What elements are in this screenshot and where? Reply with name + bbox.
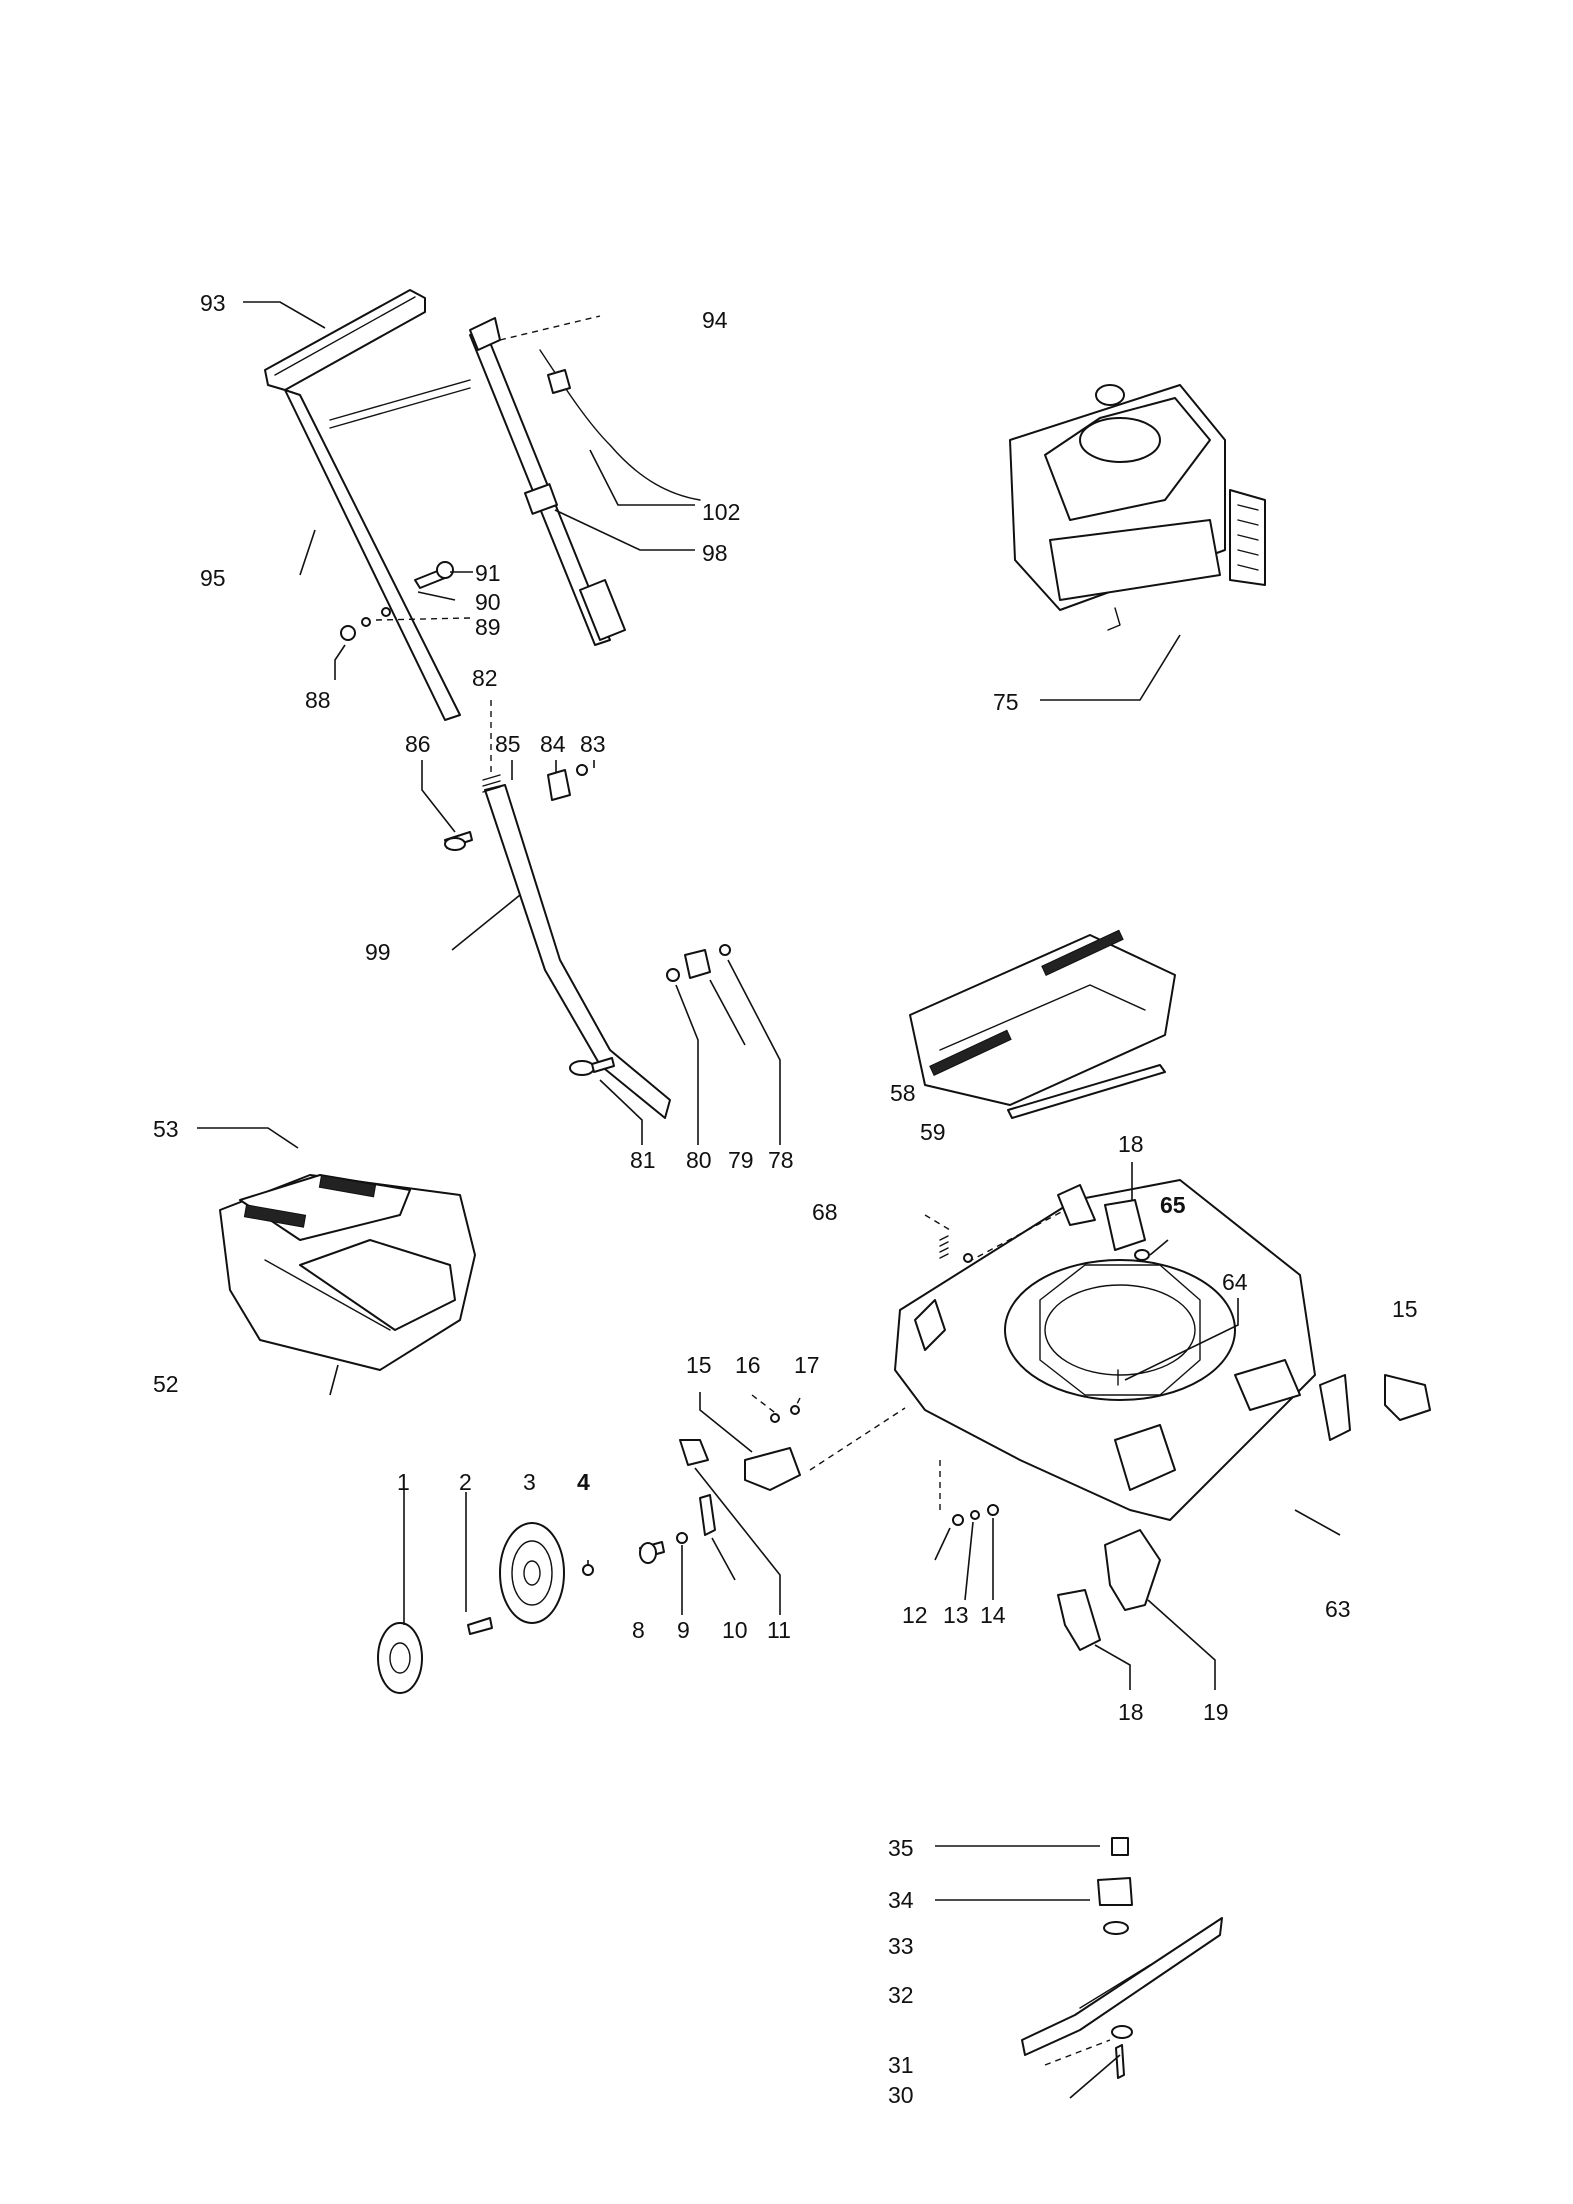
callout-19: 19: [1203, 1699, 1229, 1725]
callout-95: 95: [200, 565, 226, 591]
callout-75: 75: [993, 689, 1019, 715]
leader-lines: [197, 301, 1341, 2099]
callout-81: 81: [630, 1147, 656, 1173]
callout-102: 102: [702, 499, 740, 525]
callout-83: 83: [580, 731, 606, 757]
callout-99: 99: [365, 939, 391, 965]
callout-8: 8: [632, 1617, 645, 1643]
upper-handle: [264, 289, 701, 721]
callout-30: 30: [888, 2082, 914, 2108]
callout-32: 32: [888, 1982, 914, 2008]
blade-assembly: [1021, 1837, 1223, 2079]
callout-63: 63: [1325, 1596, 1351, 1622]
callout-34: 34: [888, 1887, 914, 1913]
callout-65: 65: [1160, 1192, 1186, 1218]
callout-52: 52: [153, 1371, 179, 1397]
callout-82: 82: [472, 665, 498, 691]
callout-18-bottom: 18: [1118, 1699, 1144, 1725]
callout-59: 59: [920, 1119, 946, 1145]
callout-89: 89: [475, 614, 501, 640]
callout-3: 3: [523, 1469, 536, 1495]
callout-78: 78: [768, 1147, 794, 1173]
callout-88: 88: [305, 687, 331, 713]
rear-flap: [909, 929, 1176, 1119]
callout-31: 31: [888, 2052, 914, 2078]
callout-94: 94: [702, 307, 728, 333]
callout-17: 17: [794, 1352, 820, 1378]
callout-80: 80: [686, 1147, 712, 1173]
callout-15-left: 15: [686, 1352, 712, 1378]
callout-4: 4: [577, 1469, 590, 1495]
callout-18-top: 18: [1118, 1131, 1144, 1157]
callout-13: 13: [943, 1602, 969, 1628]
callout-85: 85: [495, 731, 521, 757]
callout-91: 91: [475, 560, 501, 586]
callout-15-right: 15: [1392, 1296, 1418, 1322]
callout-35: 35: [888, 1835, 914, 1861]
callout-93: 93: [200, 290, 226, 316]
callout-90: 90: [475, 589, 501, 615]
callout-79: 79: [728, 1147, 754, 1173]
lower-handle: [444, 764, 731, 1119]
grass-bag: [219, 1174, 476, 1371]
engine: [1009, 384, 1266, 631]
callout-12: 12: [902, 1602, 928, 1628]
callout-64: 64: [1222, 1269, 1248, 1295]
mower-deck: [894, 1179, 1431, 1651]
rear-wheel: [377, 1522, 594, 1694]
callout-14: 14: [980, 1602, 1006, 1628]
callout-53: 53: [153, 1116, 179, 1142]
callout-2: 2: [459, 1469, 472, 1495]
callout-33: 33: [888, 1933, 914, 1959]
callout-11: 11: [767, 1617, 791, 1643]
callout-16: 16: [735, 1352, 761, 1378]
callout-84: 84: [540, 731, 566, 757]
wheel-hardware: [639, 1405, 801, 1564]
callout-98: 98: [702, 540, 728, 566]
callout-1: 1: [397, 1469, 410, 1495]
callout-10: 10: [722, 1617, 748, 1643]
callout-58: 58: [890, 1080, 916, 1106]
callout-9: 9: [677, 1617, 690, 1643]
callout-86: 86: [405, 731, 431, 757]
callout-labels: 93 94 102 98 95 91 90 89 88 82 86 85 84 …: [153, 290, 1418, 2108]
callout-68: 68: [812, 1199, 838, 1225]
